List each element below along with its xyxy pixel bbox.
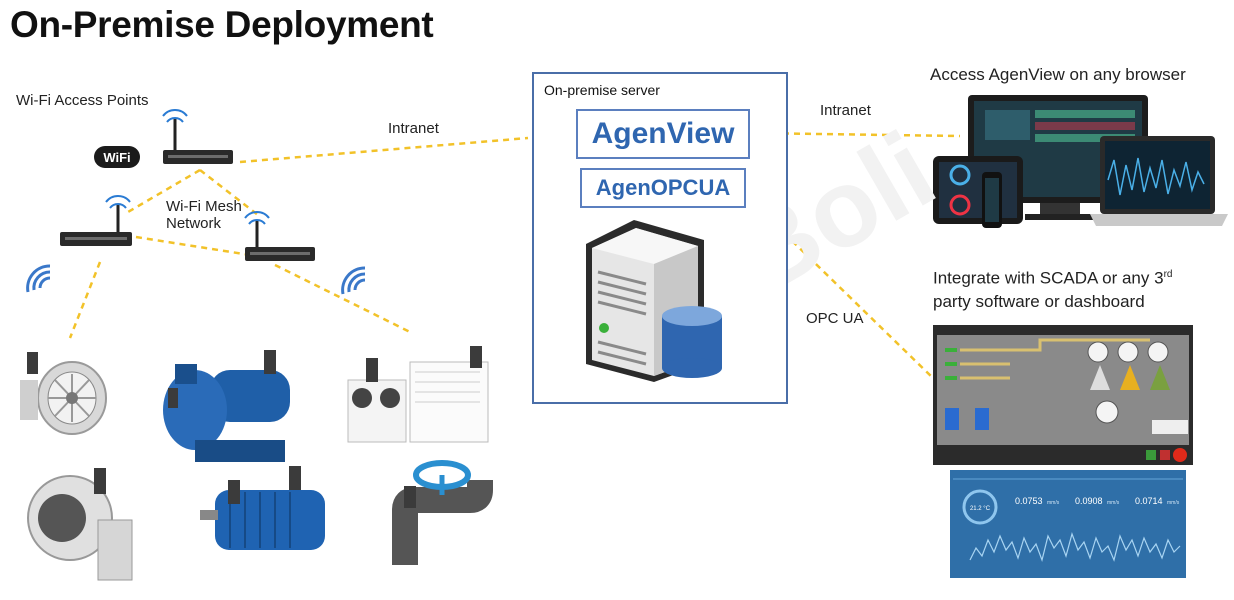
line-mesh2-to-devices xyxy=(274,263,411,334)
wifi-ap-label: Wi-Fi Access Points xyxy=(16,92,149,109)
line-mesh1-to-mesh2 xyxy=(135,235,251,257)
centrifugal-pump-icon xyxy=(163,350,290,462)
scada-line1: Integrate with SCADA or any 3 xyxy=(933,268,1164,288)
dashboard-value-2: 0.0908 xyxy=(1075,496,1103,506)
scada-line2: party software or dashboard xyxy=(933,291,1145,311)
pipe-valve-icon xyxy=(392,460,493,565)
line-mesh1-to-devices xyxy=(68,261,102,339)
intranet-right-label: Intranet xyxy=(820,102,871,119)
wifi-logo-text: WiFi xyxy=(103,150,130,165)
line-ap-to-mesh2 xyxy=(199,169,259,216)
hvac-unit-icon xyxy=(347,346,489,443)
agenopcua-box: AgenOPCUA xyxy=(580,168,746,208)
wifi-signal-icon xyxy=(26,264,51,293)
scada-screen-icon xyxy=(933,325,1193,465)
wifi-logo-icon: WiFi xyxy=(94,146,140,168)
devices-browser-icon xyxy=(933,95,1228,228)
page-title: On-Premise Deployment xyxy=(10,4,434,45)
browser-access-title: Access AgenView on any browser xyxy=(930,65,1186,84)
dashboard-temp: 21.2 °C xyxy=(970,506,991,512)
router-mesh-2-icon xyxy=(244,211,315,261)
mesh-label-line1: Wi-Fi Mesh xyxy=(166,198,242,215)
scada-integration-title: Integrate with SCADA or any 3rd party so… xyxy=(933,263,1172,313)
wifi-signal-icon-2 xyxy=(341,266,366,295)
axial-fan-icon xyxy=(20,352,107,435)
server-tower-icon xyxy=(586,220,722,382)
mesh-network-label: Wi-Fi Mesh Network xyxy=(166,198,242,232)
router-mesh-1-icon xyxy=(60,195,132,246)
dashboard-value-3: 0.0714 xyxy=(1135,496,1163,506)
dashboard-unit-1: mm/s xyxy=(1047,500,1060,506)
agenview-box: AgenView xyxy=(576,109,750,159)
mesh-label-line2: Network xyxy=(166,215,222,232)
on-premise-server-box: On-premise server AgenView AgenOPCUA xyxy=(532,72,788,404)
line-ap-to-mesh1 xyxy=(127,168,201,214)
dashboard-unit-3: mm/s xyxy=(1167,500,1180,506)
dashboard-value-1: 0.0753 xyxy=(1015,496,1043,506)
opc-ua-label: OPC UA xyxy=(806,310,864,327)
intranet-left-label: Intranet xyxy=(388,120,439,137)
electric-motor-icon xyxy=(200,466,325,550)
dashboard-icon: 21.2 °C 0.0753 0.0908 0.0714 mm/s mm/s m… xyxy=(950,470,1186,578)
router-main-icon xyxy=(162,109,233,164)
scada-superscript: rd xyxy=(1163,269,1173,280)
server-title: On-premise server xyxy=(544,82,660,98)
dashboard-unit-2: mm/s xyxy=(1107,500,1120,506)
centrifugal-blower-icon xyxy=(27,468,133,581)
line-ap-to-server xyxy=(239,136,529,164)
database-icon xyxy=(662,306,722,378)
